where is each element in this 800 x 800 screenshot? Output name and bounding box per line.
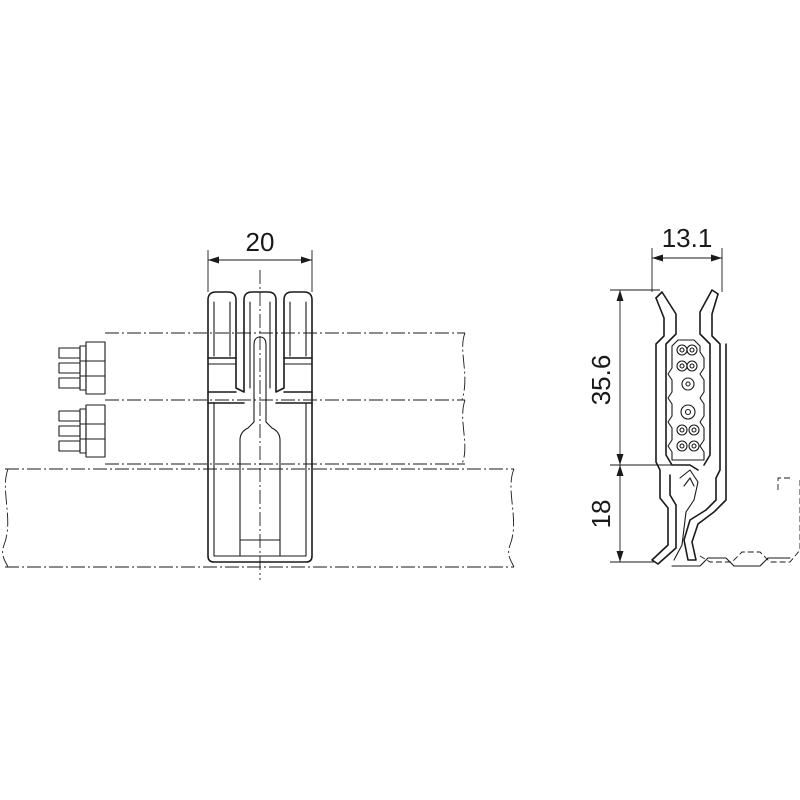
- side-view: 13.1 35.6 18: [586, 223, 800, 567]
- dimension-heights-side: 35.6 18: [586, 289, 672, 563]
- dimension-width-side: 13.1: [651, 223, 723, 292]
- cable-bundle-phantom: [105, 332, 466, 465]
- cable-ferrules: [58, 341, 106, 458]
- clip-profile-side: [651, 289, 727, 565]
- front-view: 20: [2, 227, 515, 580]
- dimension-label-height-lower: 18: [586, 500, 616, 529]
- cable-chamber: [667, 339, 705, 461]
- dimension-label-width-side: 13.1: [662, 223, 713, 253]
- mounting-rail-phantom: [2, 468, 515, 568]
- din-rail-profile: [671, 477, 800, 567]
- clip-body-front: [207, 270, 313, 580]
- dimension-label-height-upper: 35.6: [586, 355, 616, 406]
- dimension-label-width-front: 20: [246, 227, 275, 257]
- dimension-width-front: 20: [207, 227, 313, 292]
